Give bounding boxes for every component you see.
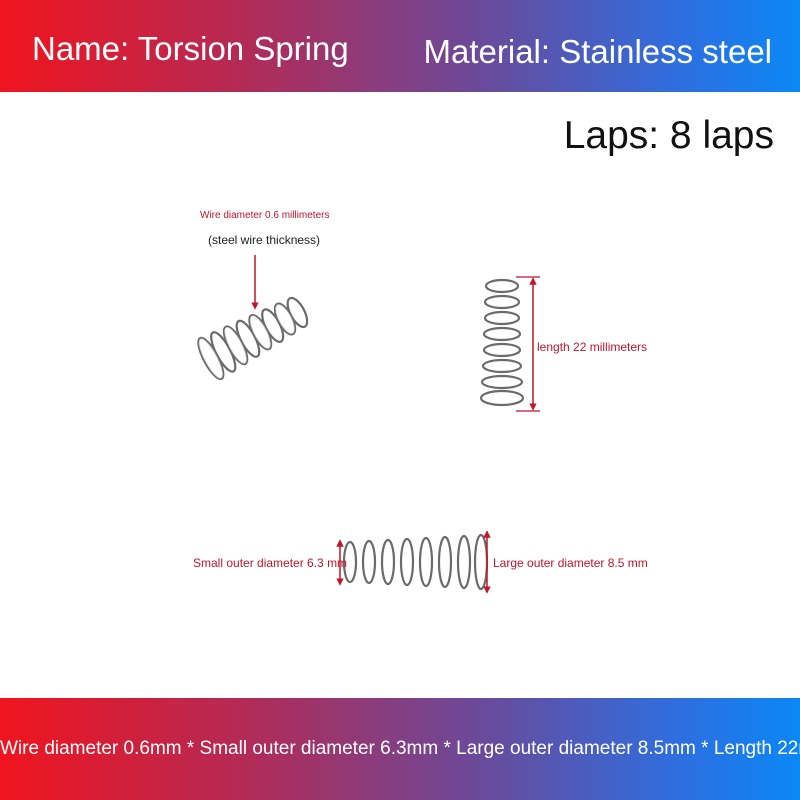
laps-count: Laps: 8 laps	[563, 114, 774, 157]
callout-large-outer-diameter: Large outer diameter 8.5 mm	[493, 556, 648, 570]
callout-small-outer-diameter: Small outer diameter 6.3 mm	[193, 556, 348, 570]
product-material: Material: Stainless steel	[423, 33, 772, 70]
callout-wire-note: (steel wire thickness)	[208, 233, 321, 247]
spring-vertical-image	[479, 276, 540, 412]
spring-tilted-image	[197, 255, 309, 381]
footer-specs: Wire diameter 0.6mm * Small outer diamet…	[0, 738, 800, 759]
callout-length: length 22 millimeters	[537, 340, 648, 354]
header-banner: Name: Torsion Spring Material: Stainless…	[0, 0, 800, 92]
footer-banner: Wire diameter 0.6mm * Small outer diamet…	[0, 698, 800, 800]
spring-horizontal-image	[336, 530, 491, 594]
callout-wire-diameter: Wire diameter 0.6 millimeters	[200, 210, 330, 221]
product-name: Name: Torsion Spring	[32, 30, 349, 67]
